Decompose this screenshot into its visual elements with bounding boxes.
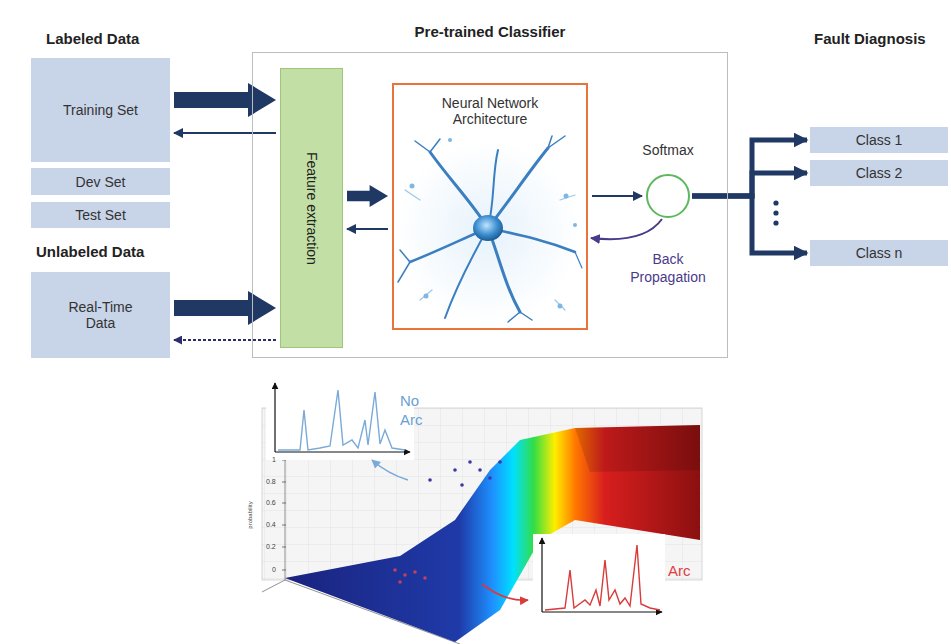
column-heading: Fault Diagnosis — [814, 30, 926, 47]
block-arrow — [347, 185, 388, 207]
output-arrow — [692, 196, 807, 253]
class-label: No Arc — [400, 392, 440, 430]
connector-arrow — [347, 228, 388, 230]
node-label: Class 1 — [856, 132, 903, 148]
data-set-box: Real-Time Data — [31, 272, 170, 358]
neuron-image — [396, 136, 582, 324]
connector-arrow — [174, 339, 276, 341]
tick-label: 0.4 — [266, 521, 276, 528]
connector-arrow — [174, 132, 276, 134]
feature-extraction-box: Feature extraction — [280, 68, 343, 348]
tick-label: 0.8 — [266, 478, 276, 485]
sigmoid-surface-plot — [262, 378, 702, 644]
softmax-node: Softmax — [626, 142, 710, 220]
output-arrow — [692, 140, 807, 196]
class-box: Class 1 — [810, 127, 948, 153]
block-arrow — [174, 83, 276, 117]
connector-arrow — [591, 219, 662, 239]
output-arrow — [692, 173, 807, 196]
data-set-box: Training Set — [31, 58, 170, 162]
softmax-circle — [646, 174, 690, 218]
node-label: Class 2 — [856, 165, 903, 181]
data-set-box: Test Set — [31, 202, 170, 228]
node-label: Training Set — [63, 102, 138, 118]
tick-label: 0.6 — [266, 499, 276, 506]
edge-label: Back Propagation — [616, 251, 720, 286]
node-label: Neural Network Architecture — [420, 95, 560, 127]
classifier-frame: Pre-trained ClassifierFeature extraction… — [252, 52, 728, 358]
node-label: Dev Set — [76, 174, 126, 190]
neural-network-box: Neural Network Architecture — [392, 83, 588, 330]
ellipsis-dots — [773, 200, 778, 225]
data-set-box: Dev Set — [31, 168, 170, 195]
class-label: Arc — [668, 562, 691, 579]
tick-label: 0.2 — [266, 543, 276, 550]
node-label: Class n — [856, 245, 903, 261]
axis-label: probability — [247, 501, 253, 528]
node-label: Real-Time Data — [61, 299, 141, 331]
class-box: Class 2 — [810, 160, 948, 186]
node-label: Feature extraction — [304, 152, 320, 265]
column-heading: Unlabeled Data — [36, 243, 144, 260]
tick-label: 0 — [272, 566, 276, 573]
block-arrow — [174, 291, 276, 325]
frame-title: Pre-trained Classifier — [253, 23, 727, 40]
connector-arrow — [592, 195, 642, 197]
column-heading: Labeled Data — [46, 30, 139, 47]
class-box: Class n — [810, 240, 948, 266]
node-label: Softmax — [626, 142, 710, 158]
tick-label: 1 — [272, 456, 276, 463]
node-label: Test Set — [75, 207, 126, 223]
